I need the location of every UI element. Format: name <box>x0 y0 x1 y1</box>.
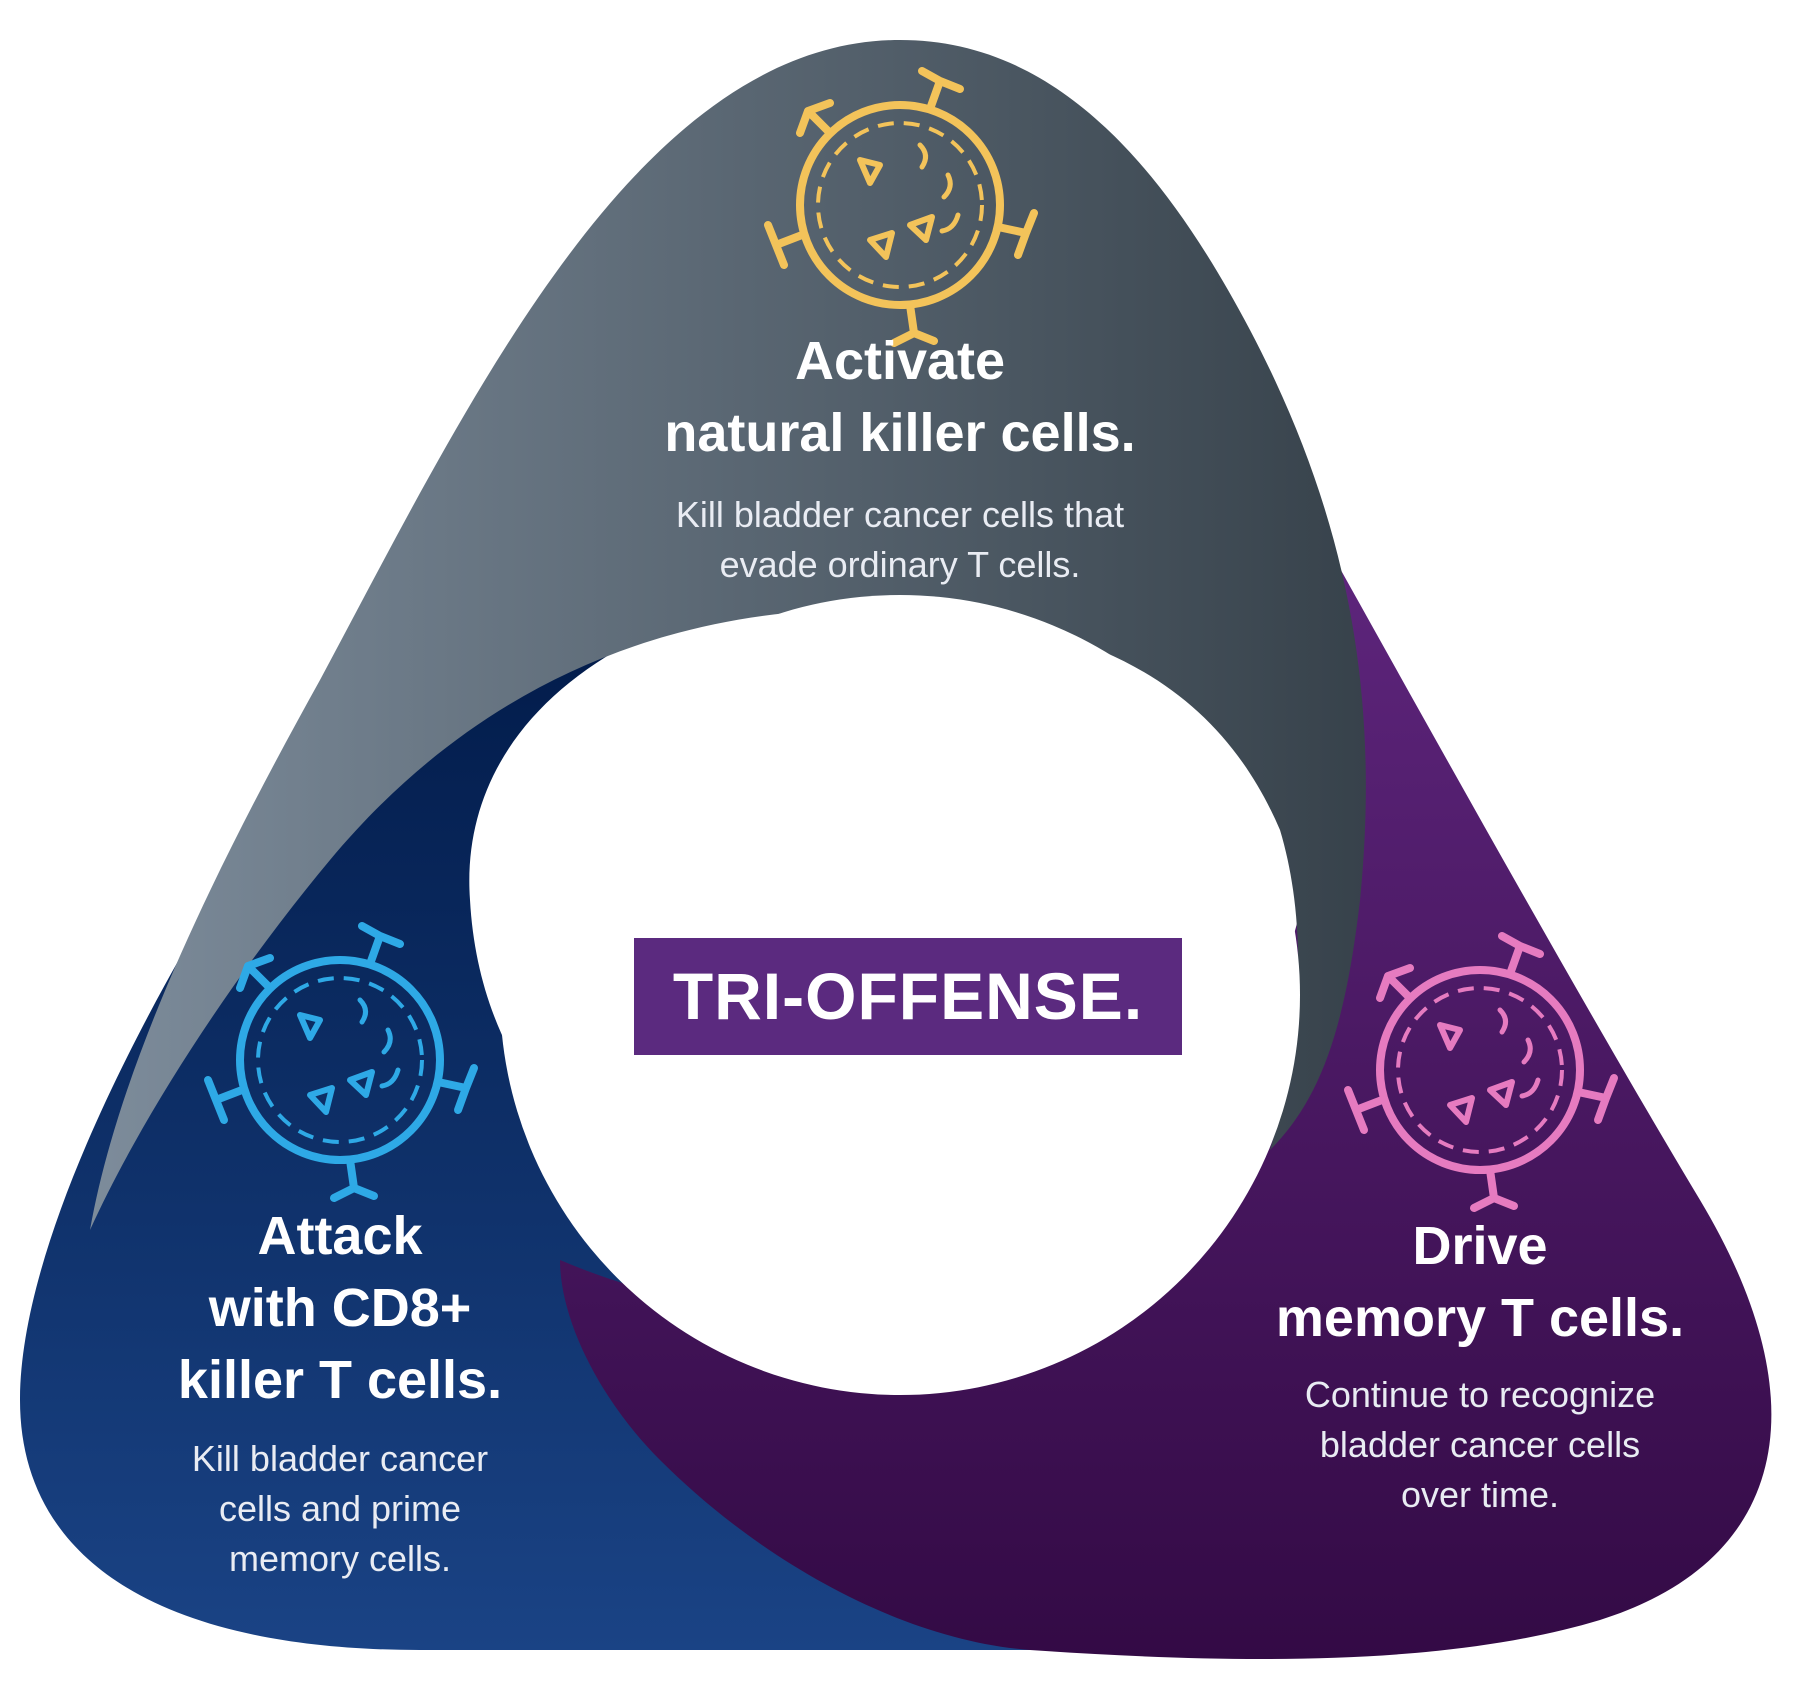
left-description: Kill bladder cancer cells and prime memo… <box>191 1438 489 1579</box>
tri-offense-badge: TRI-OFFENSE. <box>634 938 1182 1055</box>
top-description: Kill bladder cancer cells that evade ord… <box>675 494 1125 585</box>
purple-lobe <box>560 230 1772 1659</box>
left-title: Attack with CD8+ killer T cells. <box>177 1206 503 1410</box>
gray-lobe <box>90 40 1366 1230</box>
right-description: Continue to recognize bladder cancer cel… <box>1304 1374 1656 1515</box>
right-title: Drive memory T cells. <box>1275 1216 1685 1348</box>
top-title: Activate natural killer cells. <box>664 331 1136 463</box>
